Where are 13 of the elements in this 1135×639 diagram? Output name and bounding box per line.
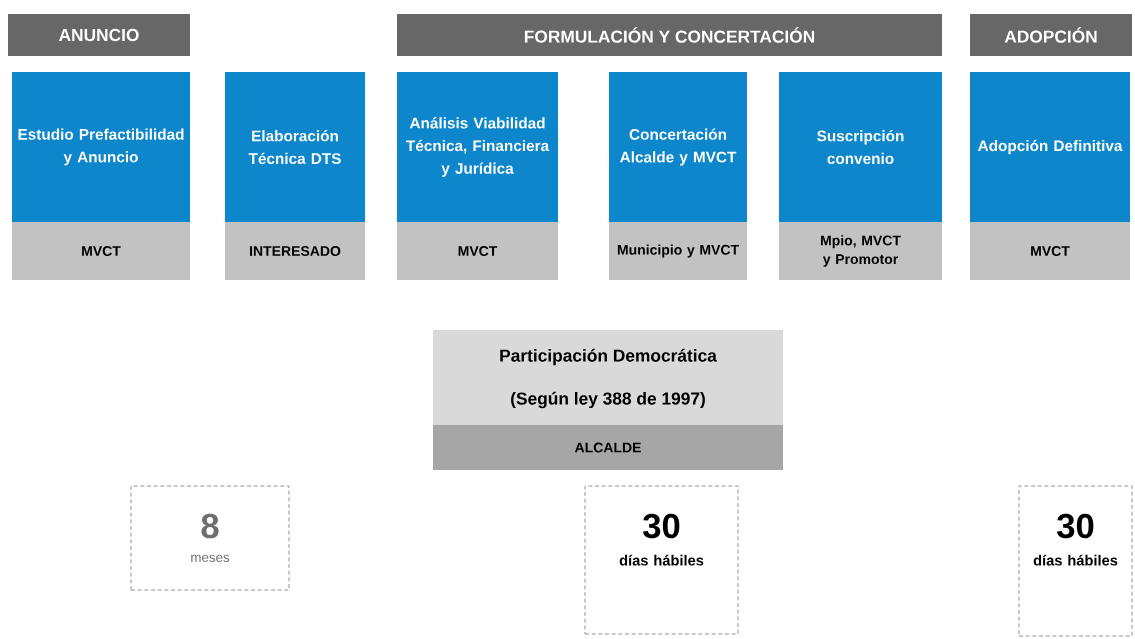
step-box: Concertación Alcalde y MVCT Municipio y MVCT bbox=[609, 72, 747, 280]
phase-band: FORMULACIÓN Y CONCERTACIÓN bbox=[397, 14, 942, 56]
step-box: Elaboración Técnica DTS INTERESADO bbox=[225, 72, 365, 280]
duration-box: 30 días hábiles bbox=[1018, 485, 1133, 637]
phase-band: ADOPCIÓN bbox=[970, 14, 1132, 56]
step-box: Análisis Viabilidad Técnica, Financiera y Jurídica MVCT bbox=[397, 72, 558, 280]
step-box: Suscripción convenio Mpio, MVCT y Promotor bbox=[779, 72, 942, 280]
duration-box: 30 días hábiles bbox=[584, 485, 739, 635]
step-box: Adopción Definitiva MVCT bbox=[970, 72, 1130, 280]
duration-box: 8 meses bbox=[130, 485, 290, 591]
step-box: Estudio Prefactibilidad y Anuncio MVCT bbox=[12, 72, 190, 280]
phase-band: ANUNCIO bbox=[8, 14, 190, 56]
participation-box: Participación Democrática (Según ley 388 de 1997) ALCALDE bbox=[433, 330, 783, 470]
